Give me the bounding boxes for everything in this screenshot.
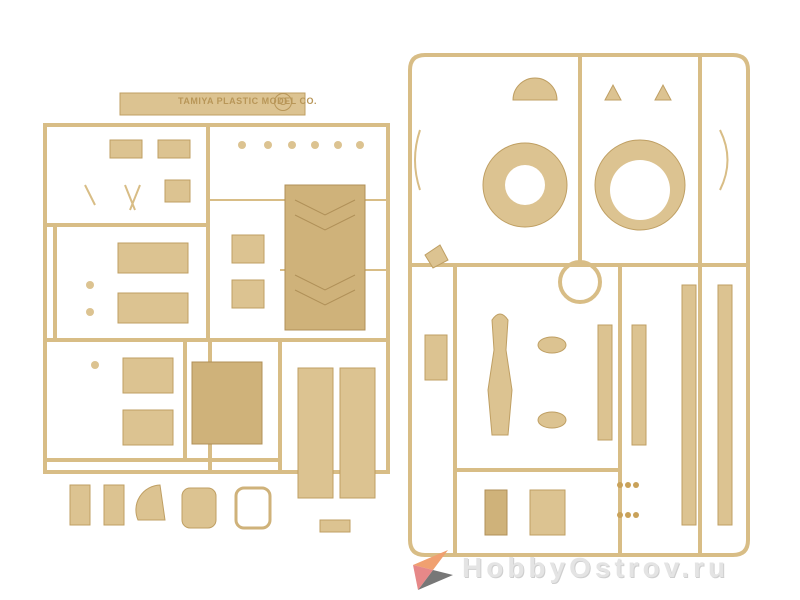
watermark-text: HobbyOstrov.ru	[462, 552, 730, 583]
watermark-star-icon	[413, 550, 453, 590]
sprue-maker-text: TAMIYA PLASTIC MODEL CO.	[178, 96, 318, 106]
right-sprue-frame	[408, 53, 750, 557]
figure-part	[487, 313, 513, 436]
sprue-letter: O	[274, 93, 292, 111]
left-sprue-parts	[69, 139, 376, 533]
right-sprue-parts	[414, 77, 733, 536]
